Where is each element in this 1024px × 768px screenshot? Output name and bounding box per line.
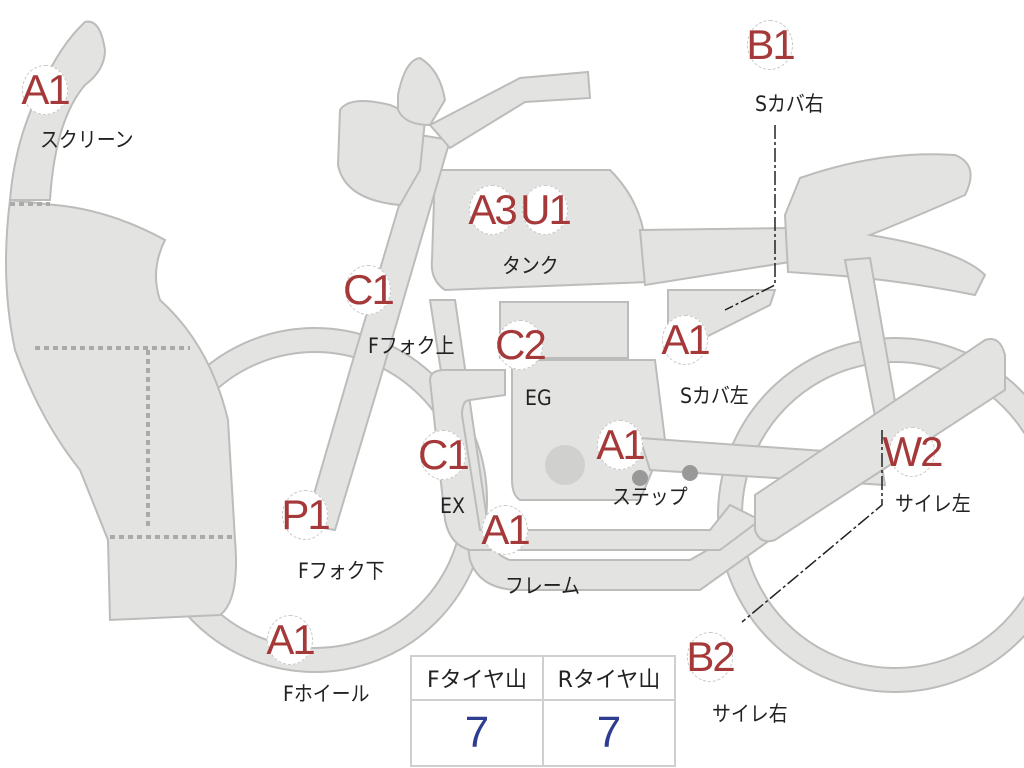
damage-code-exhaust: C1 [418,430,470,480]
damage-code-tank-u1: U1 [520,185,572,235]
part-label-side-cover-right: Sカバ右 [755,92,824,116]
damage-code-muffler-right: B2 [686,632,736,682]
front-tire-value: 7 [410,699,544,767]
mirror-stem [397,56,447,127]
rear-tire-value: 7 [542,699,676,767]
part-label-step: ステップ [612,485,688,509]
damage-code-engine: C2 [495,320,547,370]
damage-code-frame: A1 [481,505,531,555]
part-label-fork-lower: Fフォク下 [298,559,385,583]
damage-code-front-wheel: A1 [266,615,316,665]
damage-code-side-cover-left: A1 [661,315,711,365]
part-label-muffler-left: サイレ左 [895,492,971,516]
part-label-screen: スクリーン [40,128,134,152]
damage-code-fork-lower: P1 [281,490,331,540]
damage-code-muffler-left: W2 [882,427,944,477]
damage-code-screen: A1 [21,65,71,115]
seat [783,153,987,297]
part-label-side-cover-left: Sカバ左 [680,384,749,408]
part-label-tank: タンク [502,254,559,278]
front-tire-header: Fタイヤ山 [410,655,544,701]
part-label-front-wheel: Fホイール [283,682,370,706]
tire-tread-table: Fタイヤ山 Rタイヤ山 7 7 [410,655,676,767]
muffler [754,338,1006,543]
frame-lower [428,369,762,551]
part-label-fork-upper: Fフォク上 [368,334,455,358]
handlebar [428,70,592,150]
damage-code-step: A1 [596,420,646,470]
front-fairing [5,198,237,622]
headlight [336,100,427,207]
damage-code-fork-upper: C1 [343,265,395,315]
part-label-frame: フレーム [505,574,581,598]
part-label-exhaust: EX [440,494,465,518]
damage-code-tank-a3: A3 [468,185,518,235]
rear-tire-header: Rタイヤ山 [542,655,676,701]
part-label-engine: EG [525,386,552,410]
part-label-muffler-right: サイレ右 [712,702,788,726]
seat-front [638,226,791,287]
damage-code-side-cover-right: B1 [746,20,796,70]
